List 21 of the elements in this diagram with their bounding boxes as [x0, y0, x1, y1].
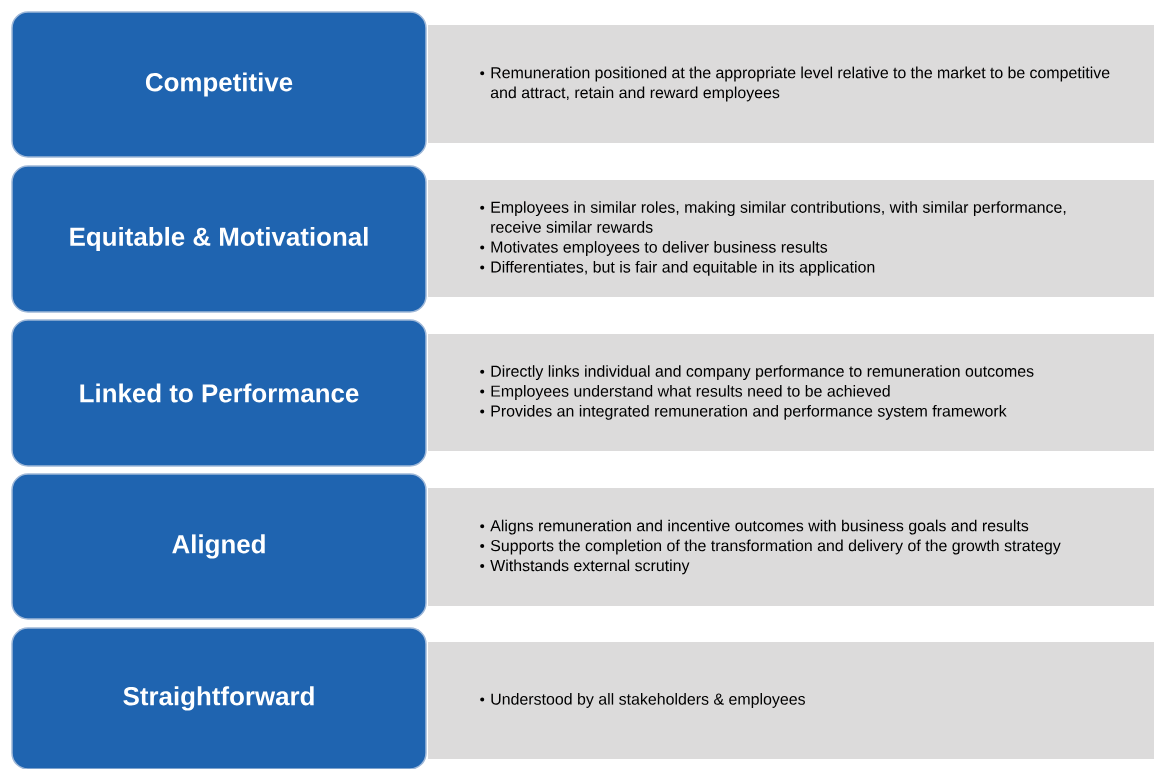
bullet-item: Motivates employees to deliver business results	[480, 241, 828, 256]
category-box: Linked to Performance	[11, 319, 427, 467]
bullet-item: Differentiates, but is fair and equitable in its application	[480, 260, 875, 276]
bullet-item: Withstands external scrutiny	[480, 559, 690, 575]
bullet-item: Understood by all stakeholders & employees	[480, 693, 805, 708]
description-band	[428, 334, 1154, 451]
bullet-item: Provides an integrated remuneration and performance system framework	[480, 405, 1007, 420]
description-band	[428, 488, 1154, 606]
bullet-item: Employees understand what results need to be achieved	[480, 385, 890, 400]
category-box: Equitable & Motivational	[11, 165, 427, 313]
bullet-item: Aligns remuneration and incentive outcomes with business goals and results	[480, 519, 1029, 535]
bullet-item: Supports the completion of the transformation and delivery of the growth strategy	[480, 539, 1061, 555]
bullet-item: Directly links individual and company performance to remuneration outcomes	[480, 365, 1034, 380]
bullet-item: Remuneration positioned at the appropriate level relative to the market to be competitive and attract, retain and reward employees	[480, 66, 1110, 102]
description-band	[428, 180, 1154, 297]
bullet-item: Employees in similar roles, making similar contributions, with similar performance, receive similar rewards	[480, 201, 1066, 233]
description-band	[428, 25, 1154, 143]
category-box: Competitive	[11, 11, 427, 158]
category-box: Aligned	[11, 473, 427, 620]
category-box: Straightforward	[11, 627, 427, 769]
description-band	[428, 642, 1154, 759]
